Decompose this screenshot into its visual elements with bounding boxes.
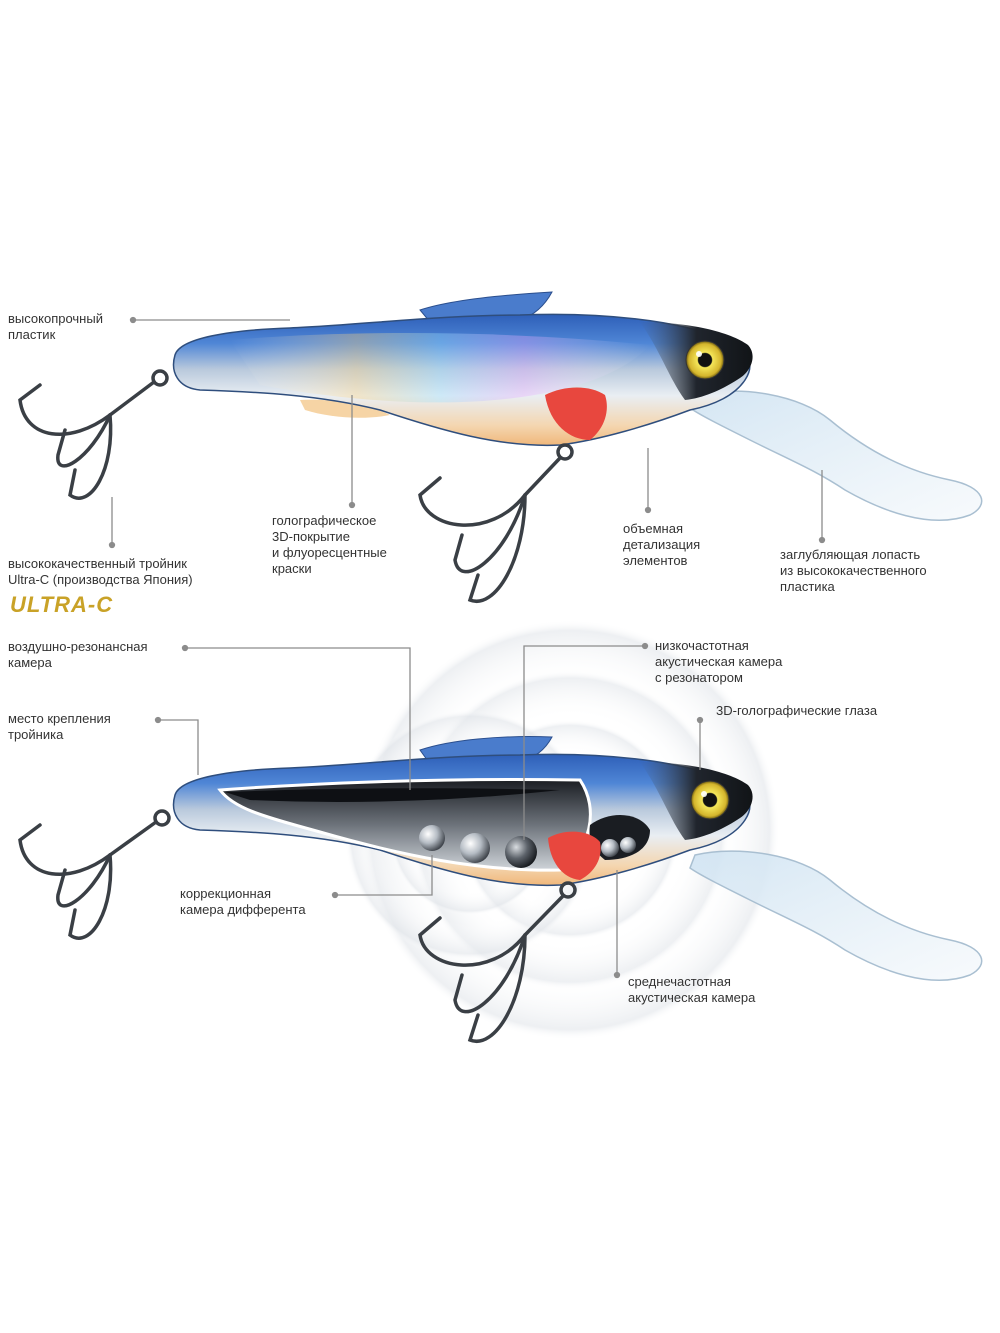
trim-ball [419,825,445,851]
gill-fin [545,387,607,440]
leader-lines [108,316,826,979]
gill-fin [548,831,601,880]
bottom-lure [18,736,983,1043]
top-lure [18,291,983,603]
mid-freq-ball [601,839,619,857]
eye-icon [690,780,730,820]
air-chamber [225,788,560,802]
ultra-c-logo: ULTRA-C [10,592,114,617]
label-eyes: 3D-голографические глаза [716,703,878,718]
trim-ball [460,833,490,863]
rear-treble-hook [18,809,171,940]
diving-lip [689,850,983,981]
diving-lip [688,390,983,521]
belly-treble-hook [418,881,577,1043]
rear-treble-hook [18,369,169,500]
belly-treble-hook [418,443,574,603]
belly-fin [300,399,390,418]
eye-icon [685,340,725,380]
low-freq-ball [505,836,537,868]
mid-freq-ball [620,837,636,853]
